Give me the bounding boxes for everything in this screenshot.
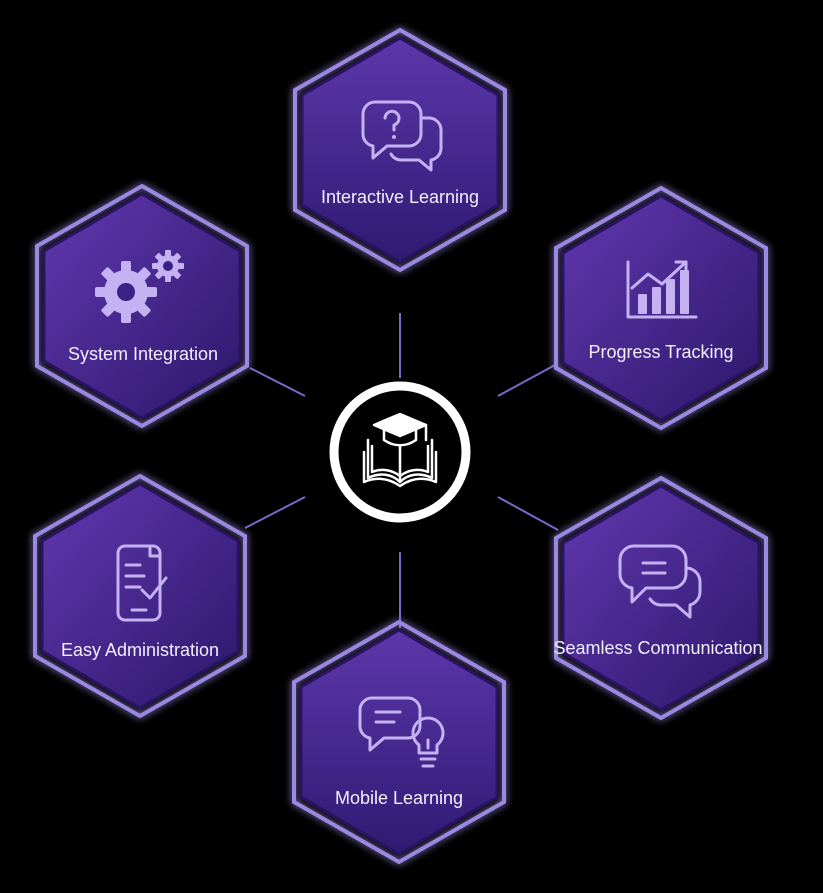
hex-outer-border bbox=[35, 183, 249, 429]
hex-body bbox=[299, 628, 499, 856]
connector-top-left bbox=[249, 367, 306, 397]
node-label: System Integration bbox=[68, 344, 218, 364]
node-mobile-learning[interactable]: Mobile Learning bbox=[292, 619, 506, 865]
hex-body bbox=[40, 482, 240, 710]
mobile-checklist-icon bbox=[116, 544, 168, 622]
connector-bottom-left bbox=[244, 496, 306, 529]
node-label: Easy Administration bbox=[61, 640, 219, 660]
node-system-integration[interactable]: System Integration bbox=[35, 183, 249, 429]
chat-bubbles-icon bbox=[618, 544, 702, 619]
hex-outer-border bbox=[33, 473, 247, 719]
hex-outer-border bbox=[554, 185, 768, 431]
node-label: Progress Tracking bbox=[588, 342, 733, 362]
hex-body bbox=[561, 484, 761, 712]
node-progress-tracking[interactable]: Progress Tracking bbox=[554, 185, 768, 431]
node-label: Mobile Learning bbox=[335, 788, 463, 808]
connector-lines bbox=[244, 313, 559, 628]
question-chat-bubbles-icon bbox=[361, 100, 443, 172]
hex-outer-border bbox=[554, 475, 768, 721]
connector-bottom-right bbox=[497, 496, 559, 531]
hex-outer-border bbox=[293, 27, 507, 273]
hex-body bbox=[300, 36, 500, 264]
center-hub bbox=[329, 381, 471, 523]
node-label: Interactive Learning bbox=[321, 187, 479, 207]
node-seamless-communication[interactable]: Seamless Communication bbox=[553, 475, 768, 721]
node-easy-administration[interactable]: Easy Administration bbox=[33, 473, 247, 719]
graduation-cap-book-icon bbox=[362, 412, 438, 488]
gears-icon bbox=[95, 250, 184, 323]
bar-chart-trend-icon bbox=[626, 260, 698, 319]
chat-lightbulb-icon bbox=[358, 696, 445, 768]
node-label: Seamless Communication bbox=[553, 638, 762, 658]
connector-top-right bbox=[497, 364, 556, 397]
hex-outer-border bbox=[292, 619, 506, 865]
node-interactive-learning[interactable]: Interactive Learning bbox=[293, 27, 507, 273]
